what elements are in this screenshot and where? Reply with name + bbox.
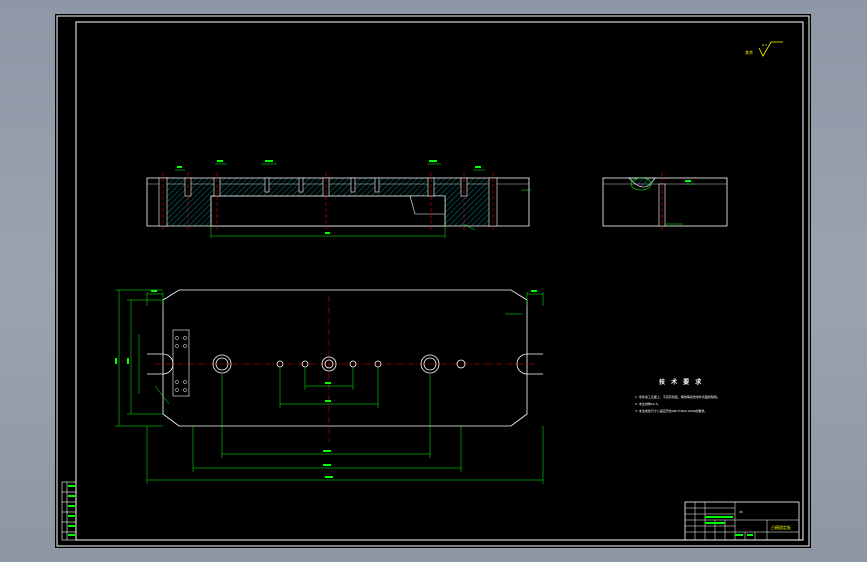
tech-req-item-1: 1. 零件加工表面上，不应有划痕、擦伤等损伤零件表面的缺陷。 xyxy=(635,394,720,399)
inner-frame xyxy=(75,21,804,541)
outer-frame xyxy=(56,15,810,547)
title-block-part-name: 凸模固定板 xyxy=(771,524,791,530)
cad-drawing-canvas: 其余 6.3 xyxy=(56,15,810,547)
roughness-symbol: 其余 6.3 xyxy=(745,41,783,57)
top-view xyxy=(115,289,544,484)
front-section-view xyxy=(146,160,531,238)
tech-req-title: 技 术 要 求 xyxy=(659,378,703,386)
side-view xyxy=(602,172,728,232)
title-block-material: 45 xyxy=(739,510,743,514)
tech-req-item-3: 3. 未注线性尺寸公差应符合GB/T1804-2000的要求。 xyxy=(635,408,707,413)
cad-viewport[interactable]: 其余 6.3 xyxy=(55,14,811,548)
tech-req-item-2: 2. 未注倒角C0.5。 xyxy=(635,401,661,406)
title-block: 45 凸模固定板 xyxy=(684,501,800,541)
technical-requirements: 技 术 要 求 1. 零件加工表面上，不应有划痕、擦伤等损伤零件表面的缺陷。 2… xyxy=(635,378,720,413)
binding-margin-text xyxy=(68,485,75,536)
roughness-value: 6.3 xyxy=(762,43,767,47)
binding-margin-table xyxy=(61,481,77,541)
roughness-label: 其余 xyxy=(745,49,753,55)
